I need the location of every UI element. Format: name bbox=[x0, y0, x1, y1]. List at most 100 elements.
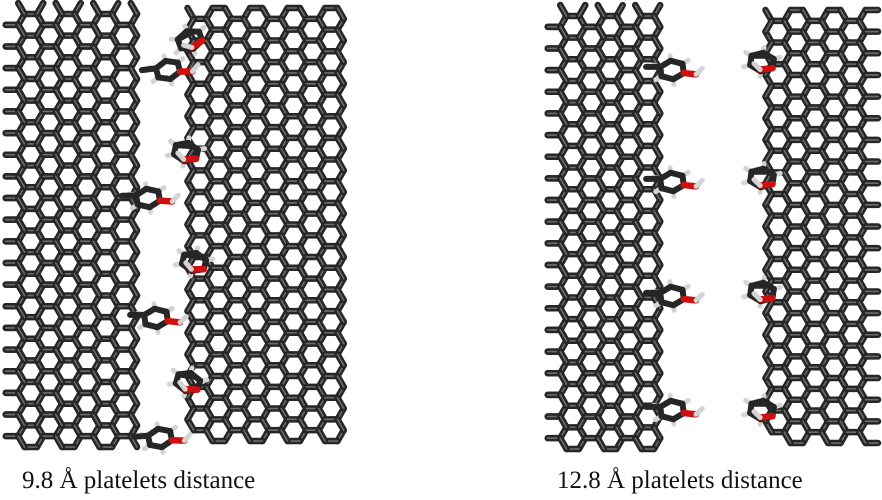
bond-highlight bbox=[559, 90, 568, 104]
phenol-molecule bbox=[118, 181, 181, 215]
bond-highlight bbox=[17, 110, 26, 124]
bond-highlight bbox=[54, 175, 63, 189]
bond-highlight bbox=[596, 199, 605, 212]
bond-highlight bbox=[634, 329, 643, 342]
bond-highlight bbox=[336, 418, 345, 431]
bond-highlight bbox=[336, 353, 345, 367]
bond-highlight bbox=[596, 177, 605, 191]
bond-highlight bbox=[336, 72, 345, 85]
bond-highlight bbox=[54, 110, 63, 124]
graphene-sheet-right-b bbox=[762, 6, 882, 447]
bond-highlight bbox=[783, 431, 792, 444]
bond-highlight bbox=[559, 134, 568, 147]
bond-highlight bbox=[653, 15, 662, 28]
bond-highlight bbox=[17, 435, 26, 448]
graphene-sheet-right-a bbox=[544, 1, 664, 453]
bond-highlight bbox=[92, 413, 101, 427]
linker-bond bbox=[174, 29, 194, 43]
bond-highlight bbox=[653, 123, 662, 136]
bond-highlight bbox=[596, 242, 605, 255]
phenol-molecule bbox=[127, 301, 189, 335]
bond-highlight bbox=[92, 88, 101, 102]
phenol-molecule bbox=[741, 45, 783, 79]
bond-highlight bbox=[92, 24, 101, 37]
phenol-molecule bbox=[172, 245, 216, 279]
linker-bond bbox=[181, 251, 202, 260]
bond-highlight bbox=[92, 370, 101, 383]
bond-highlight bbox=[17, 413, 26, 427]
hydroxyl-hydrogen bbox=[751, 291, 763, 303]
graphene-phenol-structure-wide bbox=[544, 1, 882, 453]
structure-panel-9-8 bbox=[0, 0, 350, 462]
bond-highlight bbox=[92, 153, 101, 167]
bond-highlight bbox=[596, 437, 605, 450]
bond-highlight bbox=[54, 2, 63, 15]
hydroxyl-hydrogen bbox=[175, 150, 187, 162]
linker-bond bbox=[748, 400, 769, 407]
phenol-molecule bbox=[164, 135, 208, 169]
bond-highlight bbox=[336, 180, 345, 193]
bond-highlight bbox=[764, 301, 773, 314]
bond-highlight bbox=[129, 327, 138, 340]
bond-highlight bbox=[17, 153, 26, 167]
bond-highlight bbox=[653, 318, 662, 331]
bond-highlight bbox=[578, 4, 587, 17]
bond-highlight bbox=[336, 137, 345, 150]
bond-highlight bbox=[280, 429, 289, 442]
linker-bond bbox=[130, 432, 152, 440]
bond-highlight bbox=[596, 134, 605, 147]
bond-highlight bbox=[596, 415, 605, 429]
bond-highlight bbox=[186, 321, 195, 334]
bond-highlight bbox=[36, 2, 45, 15]
bond-highlight bbox=[653, 339, 662, 353]
phenol-molecule bbox=[643, 53, 705, 87]
bond-highlight bbox=[54, 392, 63, 405]
hydroxyl-hydrogen bbox=[183, 260, 194, 272]
bond-highlight bbox=[596, 372, 605, 385]
bond-highlight bbox=[858, 431, 867, 444]
phenol-molecule bbox=[741, 161, 783, 195]
bond-highlight bbox=[92, 132, 101, 145]
bond-highlight bbox=[596, 90, 605, 104]
bond-highlight bbox=[54, 45, 63, 59]
bond-highlight bbox=[764, 323, 773, 336]
bond-highlight bbox=[129, 283, 138, 297]
bond-highlight bbox=[653, 426, 662, 439]
bond-highlight bbox=[17, 348, 26, 362]
hydroxyl-hydrogen bbox=[693, 177, 705, 189]
bond-highlight bbox=[129, 240, 138, 253]
hydroxyl-hydrogen bbox=[693, 65, 705, 77]
bond-highlight bbox=[559, 394, 568, 407]
phenol-molecule bbox=[741, 275, 783, 309]
bond-highlight bbox=[336, 396, 345, 410]
bond-highlight bbox=[186, 82, 195, 96]
bond-highlight bbox=[653, 36, 662, 50]
bond-highlight bbox=[336, 331, 345, 345]
bond-highlight bbox=[17, 370, 26, 383]
bond-highlight bbox=[559, 264, 568, 277]
hydroxyl-hydrogen bbox=[751, 61, 763, 73]
hydroxyl-hydrogen bbox=[189, 62, 201, 74]
bond-highlight bbox=[54, 370, 63, 383]
bond-highlight bbox=[634, 264, 643, 277]
bond-highlight bbox=[54, 240, 63, 253]
bond-highlight bbox=[596, 4, 605, 17]
bond-highlight bbox=[92, 262, 101, 275]
bond-highlight bbox=[596, 47, 605, 61]
hydroxyl-hydrogen bbox=[751, 177, 763, 189]
hydroxyl-hydrogen bbox=[169, 192, 181, 205]
bond-highlight bbox=[634, 242, 643, 255]
bond-highlight bbox=[92, 218, 101, 232]
bond-highlight bbox=[17, 67, 26, 80]
bond-highlight bbox=[54, 197, 63, 210]
bond-highlight bbox=[634, 134, 643, 147]
bond-highlight bbox=[634, 90, 643, 104]
bond-highlight bbox=[764, 388, 773, 401]
bond-highlight bbox=[17, 197, 26, 210]
bond-highlight bbox=[54, 262, 63, 275]
bond-highlight bbox=[596, 69, 605, 82]
bond-highlight bbox=[336, 93, 345, 107]
bond-highlight bbox=[186, 18, 195, 31]
bond-highlight bbox=[336, 245, 345, 258]
bond-highlight bbox=[764, 214, 773, 228]
